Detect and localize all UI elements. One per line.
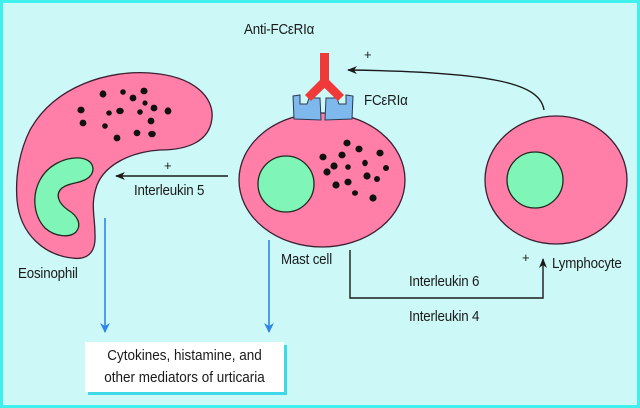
eosinophil-body bbox=[15, 71, 213, 260]
lymphocyte-plus-sign: + bbox=[522, 250, 530, 265]
antibody-plus-sign: + bbox=[364, 47, 372, 62]
lymphocyte-to-antibody-arrow bbox=[347, 66, 545, 111]
mast-cell-label: Mast cell bbox=[281, 252, 332, 268]
lymphocyte bbox=[484, 115, 628, 245]
eosinophil-nucleus bbox=[34, 157, 94, 237]
il5-plus-sign: + bbox=[164, 158, 172, 173]
lymphocyte-label: Lymphocyte bbox=[552, 256, 622, 272]
eosinophil-granules bbox=[77, 87, 172, 142]
mast-cell bbox=[238, 112, 406, 248]
il4-label: Interleukin 4 bbox=[409, 309, 480, 325]
eosinophil-label: Eosinophil bbox=[18, 266, 78, 282]
mediators-line-1: Cytokines, histamine, and bbox=[107, 348, 262, 364]
anti-fceri-antibody bbox=[305, 53, 344, 101]
il5-label: Interleukin 5 bbox=[134, 183, 205, 199]
receptor-label: FCεRIα bbox=[364, 93, 408, 109]
mast-cell-nucleus bbox=[257, 155, 315, 213]
fceri-receptors bbox=[292, 94, 354, 121]
il6-label: Interleukin 6 bbox=[409, 274, 480, 290]
lymphocyte-nucleus bbox=[506, 151, 564, 209]
receptor-left bbox=[292, 94, 322, 121]
mast-cell-body bbox=[238, 112, 406, 248]
mediators-box: Cytokines, histamine, and other mediator… bbox=[85, 342, 284, 392]
eosinophil bbox=[15, 71, 213, 260]
antibody-label: Anti-FCεRIα bbox=[244, 22, 315, 38]
mediators-line-2: other mediators of urticaria bbox=[104, 370, 265, 386]
il6-il4-arrow bbox=[349, 250, 547, 299]
mast-cell-granules bbox=[319, 139, 389, 202]
